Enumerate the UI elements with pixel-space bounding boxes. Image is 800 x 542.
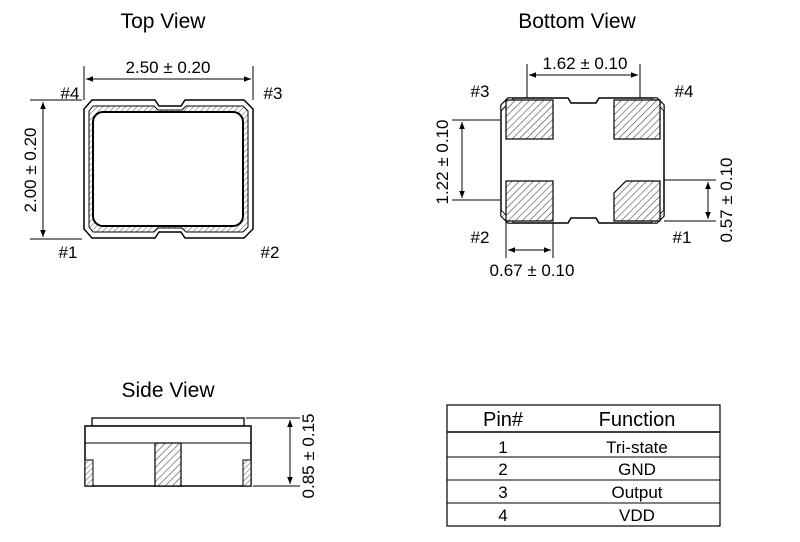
side-terminal-center — [154, 442, 182, 487]
side-view: Side View 0.85 ± 0.15 — [84, 379, 318, 499]
top-lid — [92, 111, 244, 227]
bottom-pin4-label: #4 — [675, 82, 694, 101]
bottom-pad-2 — [505, 180, 554, 222]
top-view: Top View 2.50 ± 0.20 2.00 ± 0.20 #4 #3 #… — [21, 10, 282, 262]
table-cell-function: Output — [611, 483, 662, 502]
side-terminal-right — [242, 459, 252, 487]
bottom-pad-width-label: 0.67 ± 0.10 — [490, 261, 575, 280]
table-header-pin: Pin# — [483, 409, 524, 431]
bottom-pad-pitch-dimension: 1.22 ± 0.10 — [433, 119, 500, 205]
bottom-pad-spacing-label: 1.62 ± 0.10 — [543, 54, 628, 73]
pin-function-table: Pin# Function 1 Tri-state 2 GND 3 Output… — [446, 404, 721, 527]
top-view-title: Top View — [121, 10, 207, 33]
table-cell-pin: 4 — [498, 506, 507, 525]
table-row: 1 Tri-state — [498, 438, 668, 457]
bottom-pin1-label: #1 — [673, 228, 692, 247]
top-pin4-label: #4 — [61, 84, 80, 103]
top-height-dimension: 2.00 ± 0.20 — [21, 99, 82, 240]
table-border — [446, 404, 721, 527]
top-height-label: 2.00 ± 0.20 — [21, 128, 40, 213]
side-terminal-left — [84, 459, 94, 487]
table-cell-function: VDD — [619, 506, 655, 525]
bottom-pad-1 — [613, 180, 661, 222]
bottom-pad-width-dimension: 0.67 ± 0.10 — [490, 222, 575, 280]
side-lid — [91, 417, 245, 427]
bottom-pin3-label: #3 — [471, 82, 490, 101]
side-view-title: Side View — [121, 379, 215, 402]
side-height-dimension: 0.85 ± 0.15 — [246, 414, 318, 499]
side-height-label: 0.85 ± 0.15 — [299, 414, 318, 499]
bottom-pad-4 — [613, 99, 661, 140]
top-width-dimension: 2.50 ± 0.20 — [83, 58, 254, 100]
table-cell-pin: 2 — [498, 460, 507, 479]
top-pin1-label: #1 — [59, 243, 78, 262]
table-cell-function: Tri-state — [606, 438, 668, 457]
table-row: 2 GND — [498, 460, 656, 479]
top-pin3-label: #3 — [264, 84, 283, 103]
bottom-pin2-label: #2 — [471, 228, 490, 247]
bottom-pad-spacing-dimension: 1.62 ± 0.10 — [526, 54, 641, 100]
bottom-pad-pitch-label: 1.22 ± 0.10 — [433, 120, 452, 205]
bottom-pad-3 — [505, 99, 554, 140]
top-width-label: 2.50 ± 0.20 — [126, 58, 211, 77]
bottom-view: Bottom View 1.62 ± 0.10 1.22 ± 0.10 0.57… — [433, 10, 736, 280]
table-cell-pin: 3 — [498, 483, 507, 502]
bottom-pad-height-label: 0.57 ± 0.10 — [717, 158, 736, 243]
bottom-pad-height-dimension: 0.57 ± 0.10 — [664, 158, 736, 243]
table-cell-function: GND — [618, 460, 656, 479]
table-header-function: Function — [599, 409, 676, 431]
table-row: 3 Output — [498, 483, 663, 502]
table-row: 4 VDD — [498, 506, 655, 525]
table-cell-pin: 1 — [498, 438, 507, 457]
top-pin2-label: #2 — [261, 243, 280, 262]
bottom-view-title: Bottom View — [518, 10, 636, 33]
